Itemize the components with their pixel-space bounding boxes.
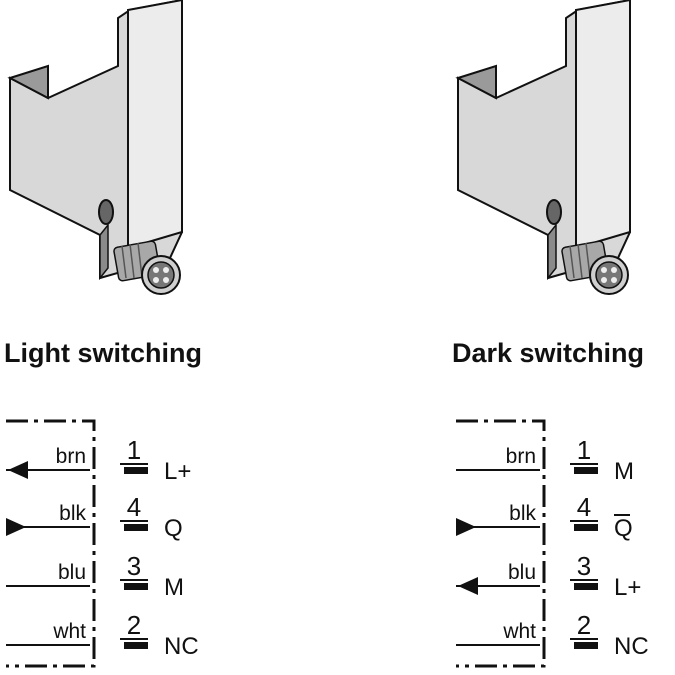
pin-contact: [124, 642, 148, 649]
pin-contact: [574, 524, 598, 531]
pin-contact: [574, 642, 598, 649]
mounting-hole: [546, 199, 562, 225]
pin-number: 3: [577, 551, 591, 581]
pin-contact: [574, 467, 598, 474]
arrow-in-icon: [6, 518, 26, 536]
pin-contact: [124, 467, 148, 474]
arrow-in-icon: [456, 518, 476, 536]
housing-boundary: [6, 419, 96, 668]
wire-color-label: blk: [509, 502, 536, 525]
wire-row-brn: brn 1M: [456, 435, 634, 485]
arrow-out-icon: [8, 461, 28, 479]
wire-color-label: brn: [56, 445, 86, 468]
pin-number: 4: [127, 492, 141, 522]
heading-dark-switching: Dark switching: [452, 338, 644, 368]
housing-boundary: [456, 419, 546, 668]
wire-color-label: blu: [58, 561, 86, 584]
signal-label: L+: [164, 458, 191, 485]
wire-row-blu: blu 3L+: [456, 551, 641, 601]
wire-row-blu: blu 3M: [6, 551, 184, 601]
wire-color-label: blk: [59, 502, 86, 525]
pin-contact: [124, 524, 148, 531]
pin-number: 3: [127, 551, 141, 581]
pin-number: 2: [577, 610, 591, 640]
wire-row-brn: brn 1L+: [6, 435, 191, 485]
signal-label: NC: [164, 633, 199, 660]
signal-label: Q: [614, 515, 633, 542]
arrow-out-icon: [458, 577, 478, 595]
signal-label: M: [164, 574, 184, 601]
wire-color-label: wht: [52, 620, 86, 643]
sensor-illustration-light: [7, 0, 183, 295]
wire-row-blk: blk 4Q: [456, 492, 633, 542]
m8-connector: [113, 240, 181, 295]
wire-color-label: blu: [508, 561, 536, 584]
signal-label: M: [614, 458, 634, 485]
signal-label: NC: [614, 633, 649, 660]
signal-label: L+: [614, 574, 641, 601]
wire-color-label: wht: [502, 620, 536, 643]
sensor-illustration-dark: [455, 0, 631, 295]
m8-connector: [561, 240, 629, 295]
signal-label: Q: [164, 515, 183, 542]
mounting-hole: [98, 199, 114, 225]
pin-number: 4: [577, 492, 591, 522]
pin-number: 1: [577, 435, 591, 465]
wire-row-wht: wht 2NC: [456, 610, 649, 660]
pin-number: 1: [127, 435, 141, 465]
wire-row-wht: wht 2NC: [6, 610, 199, 660]
wire-color-label: brn: [506, 445, 536, 468]
pin-number: 2: [127, 610, 141, 640]
pin-contact: [574, 583, 598, 590]
heading-light-switching: Light switching: [4, 338, 202, 368]
wire-row-blk: blk 4Q: [6, 492, 183, 542]
pin-contact: [124, 583, 148, 590]
